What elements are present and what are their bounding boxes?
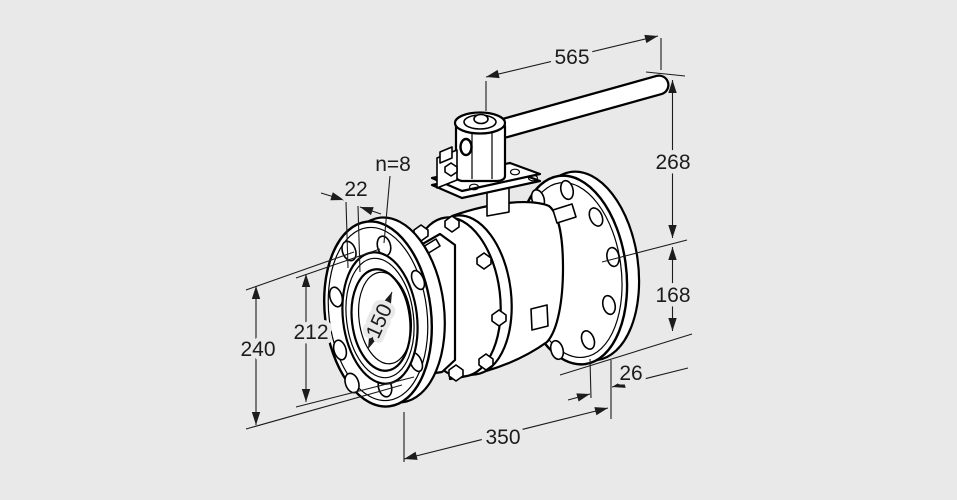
annotation-bolt-count: n=8 [371,149,415,244]
hex-bolt [444,215,460,233]
front-flange-chamfer [327,226,429,402]
dimension-350: 350 [403,360,612,462]
hex-bolt [478,353,494,371]
valve-body-drawing [322,74,670,408]
hex-bolt [491,309,507,327]
dim-label-26: 26 [619,362,642,385]
drain-plug [530,304,549,331]
stop-screw [444,162,458,177]
raised-face-inner [345,257,415,379]
top-works [430,74,670,217]
dimension-22: 22 [320,174,382,273]
dim-label-n8: n=8 [375,153,411,176]
dim-label-350: 350 [485,426,520,449]
dim-label-168: 168 [655,284,690,307]
dim-label-268: 268 [655,151,690,174]
dim-label-565: 565 [554,46,589,69]
hex-bolt [476,252,492,270]
dimension-168: 168 [559,247,695,376]
dimension-268: 268 [601,80,695,263]
handle-lever [494,74,670,139]
dimension-240: 240 [236,251,403,430]
stem-block [436,111,507,189]
dimension-565: 565 [485,34,686,111]
stem-side-port [459,137,473,157]
rear-flange-bolt-holes [530,179,620,361]
dimension-212: 212 [289,248,415,408]
bore-depth [357,271,413,365]
body-top-pad [552,203,577,224]
body-bolts [413,215,507,382]
dimension-26: 26 [567,358,689,402]
hex-bolt [448,364,464,382]
dim-label-212: 212 [293,321,328,344]
dim-label-22: 22 [344,178,367,201]
dim-label-240: 240 [240,338,275,361]
